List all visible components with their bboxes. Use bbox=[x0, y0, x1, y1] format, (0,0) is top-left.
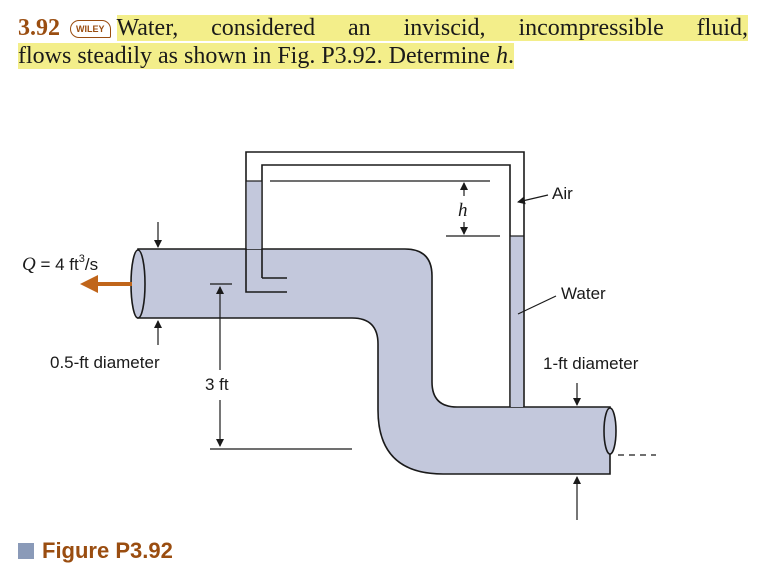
manometer-left-tap bbox=[245, 249, 287, 293]
pipe-left-end bbox=[130, 249, 146, 319]
problem-number: 3.92 bbox=[18, 15, 60, 41]
problem-statement: 3.92 WILEY Water, considered an inviscid, … bbox=[18, 14, 748, 70]
water-label: Water bbox=[561, 284, 606, 303]
manometer-outer-wall bbox=[245, 151, 525, 249]
caption-text: Figure P3.92 bbox=[42, 538, 173, 563]
air-label: Air bbox=[552, 184, 573, 203]
height-label: 3 ft bbox=[205, 375, 229, 394]
problem-line-1: 3.92 WILEY Water, considered an inviscid, … bbox=[18, 14, 748, 42]
h-label: h bbox=[458, 200, 468, 221]
manometer-inner-wall bbox=[261, 164, 511, 407]
water-leader bbox=[517, 295, 557, 315]
flow-arrow-head bbox=[80, 275, 98, 293]
problem-line-2: flows steadily as shown in Fig. P3.92. D… bbox=[18, 42, 748, 70]
problem-period: . bbox=[507, 43, 514, 69]
right-diameter-label: 1-ft diameter bbox=[543, 354, 639, 373]
left-diameter-label: 0.5-ft diameter bbox=[50, 353, 160, 372]
water-column-right bbox=[510, 236, 524, 407]
problem-text-line-1: Water, considered an inviscid, incompres… bbox=[116, 15, 748, 41]
problem-text-line-2: flows steadily as shown in Fig. P3.92. D… bbox=[18, 43, 496, 69]
pipe-body bbox=[137, 248, 611, 475]
problem-variable-h: h bbox=[495, 43, 508, 69]
caption-square-icon bbox=[18, 543, 34, 559]
water-column-left bbox=[246, 181, 262, 249]
flow-rate-label: Q = 4 ft3/s bbox=[22, 253, 98, 275]
air-leader bbox=[517, 194, 549, 205]
wiley-icon: WILEY bbox=[70, 20, 111, 38]
pipe-right-end bbox=[603, 407, 617, 455]
figure-caption: Figure P3.92 bbox=[18, 538, 173, 564]
